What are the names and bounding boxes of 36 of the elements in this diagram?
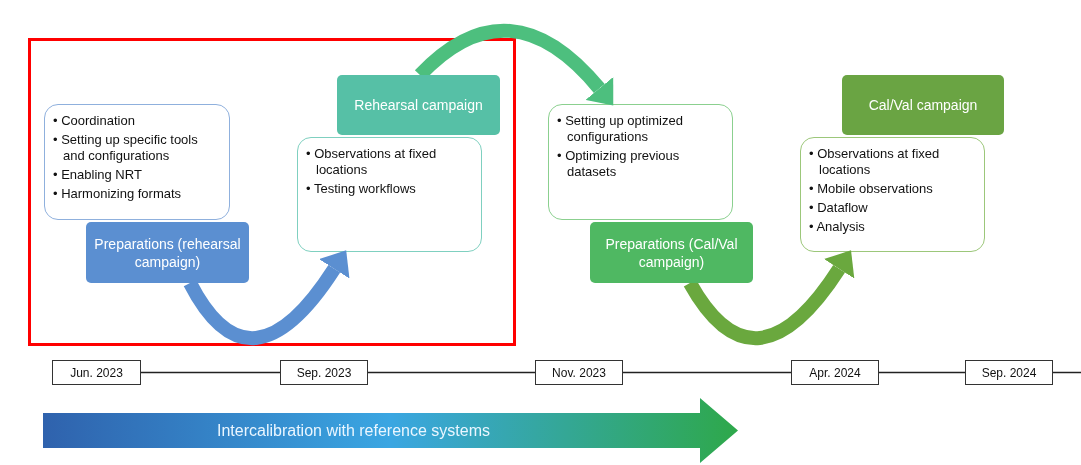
bullet-item: • Setting up optimized configurations (557, 113, 684, 145)
list-card (297, 137, 482, 252)
date-box: Apr. 2024 (791, 360, 879, 385)
bullet-item: • Observations at fixed locations (306, 146, 438, 178)
curved-arrow (683, 250, 854, 345)
phase-label-box: Cal/Val campaign (842, 75, 1004, 135)
list-card (44, 104, 230, 220)
timeline-line (1052, 371, 1081, 374)
bullet-item: • Dataflow (809, 200, 869, 216)
block-arrow (43, 398, 738, 463)
phase-label-box: Preparations (Cal/Val campaign) (590, 222, 753, 283)
list-card (800, 137, 985, 252)
timeline-line (878, 371, 966, 374)
bullet-item: • Setting up specific tools and configurations (53, 132, 199, 164)
arrow-text: Intercalibration with reference systems (217, 421, 490, 440)
timeline-line (622, 371, 792, 374)
date-box: Jun. 2023 (52, 360, 141, 385)
bullet-item: • Enabling NRT (53, 167, 143, 183)
bullet-item: • Testing workflows (306, 181, 417, 197)
bullet-item: • Observations at fixed locations (809, 146, 941, 178)
date-box: Nov. 2023 (535, 360, 623, 385)
timeline-line (140, 371, 281, 374)
timeline-line (367, 371, 536, 374)
bullet-item: • Optimizing previous datasets (557, 148, 681, 180)
date-box: Sep. 2024 (965, 360, 1053, 385)
list-card (548, 104, 733, 220)
date-box: Sep. 2023 (280, 360, 368, 385)
phase-label-box: Rehearsal campaign (337, 75, 500, 135)
curved-arrow (183, 250, 350, 345)
bullet-item: • Coordination (53, 113, 136, 129)
curved-arrow (415, 23, 614, 105)
highlight-frame (28, 38, 516, 346)
bullet-item: • Harmonizing formats (53, 186, 183, 202)
bullet-item: • Mobile observations (809, 181, 934, 197)
phase-label-box: Preparations (rehearsal campaign) (86, 222, 249, 283)
bullet-item: • Analysis (809, 219, 866, 235)
